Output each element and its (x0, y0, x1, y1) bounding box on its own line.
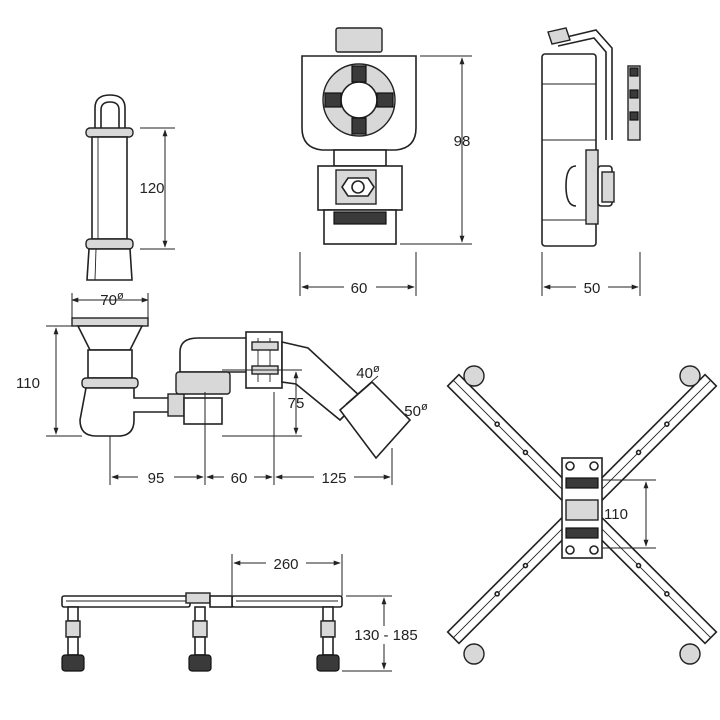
trap-outlet-height-label: 75 (288, 395, 305, 412)
diameter-symbol: ø (117, 290, 124, 302)
bracket-front-height-label: 98 (454, 133, 471, 150)
trap-height-dimension: 110 (16, 325, 82, 437)
frame-side-drawing (61, 592, 343, 672)
trap-large-outlet-dimension: 50ø (404, 401, 428, 420)
frame-side-spacing-dimension: 260 (231, 554, 343, 596)
diameter-symbol: ø (373, 363, 380, 375)
svg-text:70ø: 70ø (100, 290, 124, 309)
pipe-height-label: 120 (139, 180, 164, 197)
pipe-view: 120 (85, 94, 175, 281)
cross-frame-view: 110 (446, 365, 718, 665)
pipe-drawing (85, 94, 134, 281)
frame-leg (188, 606, 212, 672)
trap-view: 70ø 110 (16, 290, 428, 487)
frame-leg (61, 606, 85, 672)
trap-small-outlet-dimension: 40ø (356, 363, 380, 382)
trap-large-outlet-label: 50 (404, 403, 421, 420)
diameter-symbol: ø (421, 401, 428, 413)
bracket-front-width-label: 60 (351, 280, 368, 297)
trap-inlet-diameter-dimension: 70ø (71, 290, 149, 318)
trap-small-outlet-label: 40 (356, 365, 373, 382)
frame-side-height-dimension: 130 - 185 (342, 595, 420, 672)
bracket-front-view: 98 60 (299, 27, 472, 297)
bracket-front-drawing (301, 27, 417, 245)
trap-height-label: 110 (16, 375, 40, 392)
trap-spacing-3-label: 125 (321, 470, 346, 487)
frame-leg (316, 606, 340, 672)
bracket-side-view: 50 (541, 27, 641, 297)
svg-text:40ø: 40ø (356, 363, 380, 382)
svg-text:50ø: 50ø (404, 401, 428, 420)
cross-frame-drawing (446, 365, 718, 665)
trap-outlet-height-dimension: 75 (222, 369, 305, 437)
trap-inlet-diameter-label: 70 (100, 292, 117, 309)
bracket-side-drawing (541, 27, 641, 247)
cross-frame-center-label: 110 (604, 506, 628, 523)
trap-drawing (71, 317, 412, 460)
cross-frame-center-dimension: 110 (602, 479, 656, 549)
frame-side-spacing-label: 260 (273, 556, 298, 573)
bracket-side-width-dimension: 50 (541, 252, 641, 297)
trap-spacing-dimensions: 95 60 125 (109, 392, 393, 487)
bracket-front-width-dimension: 60 (299, 252, 417, 297)
bracket-front-height-dimension: 98 (400, 55, 472, 245)
frame-side-height-label: 130 - 185 (354, 627, 417, 644)
pipe-height-dimension: 120 (139, 127, 175, 250)
frame-side-view: 260 130 - 185 (61, 554, 420, 672)
trap-spacing-2-label: 60 (231, 470, 248, 487)
trap-spacing-1-label: 95 (148, 470, 165, 487)
bracket-side-width-label: 50 (584, 280, 601, 297)
